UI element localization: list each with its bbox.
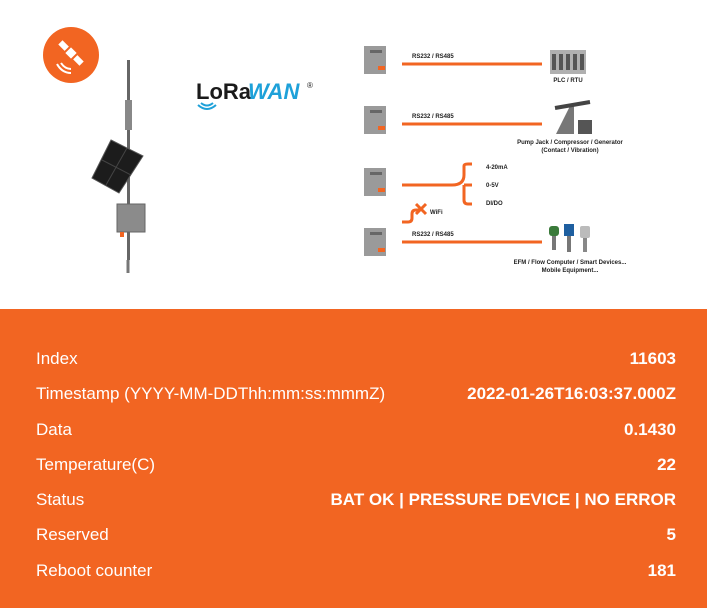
gateway-device-icon <box>364 46 386 74</box>
satellite-icon <box>56 40 84 74</box>
row-label-status: Status <box>36 490 85 509</box>
io-2: 0-5V <box>486 183 499 189</box>
wifi-disabled-icon <box>414 202 428 216</box>
link-4-device-sub: Mobile Equipment... <box>542 268 599 274</box>
link-1-device: PLC / RTU <box>553 78 582 84</box>
logo-mark: ® <box>307 81 313 90</box>
plc-icon <box>550 50 586 74</box>
link-2-interface: RS232 / RS485 <box>412 114 454 120</box>
table-row: Status BAT OK | PRESSURE DEVICE | NO ERR… <box>36 490 676 516</box>
io-3: DI/DO <box>486 201 503 207</box>
lorawan-logo: LoRa WAN ® <box>196 76 318 121</box>
row-label-reboot-counter: Reboot counter <box>36 561 153 580</box>
table-row: Timestamp (YYYY-MM-DDThh:mm:ss:mmmZ) 202… <box>36 384 676 410</box>
gateway-device-icon <box>364 168 386 196</box>
gateway-device-icon <box>364 106 386 134</box>
connectivity-diagram: RS232 / RS485 PLC / RTU RS232 / RS485 Pu… <box>364 46 627 274</box>
row-label-data: Data <box>36 420 72 439</box>
row-label-timestamp: Timestamp (YYYY-MM-DDThh:mm:ss:mmmZ) <box>36 384 386 403</box>
link-2-device: Pump Jack / Compressor / Generator <box>517 140 623 146</box>
gateway-enclosure <box>116 203 146 233</box>
table-row: Reserved 5 <box>36 525 676 551</box>
gateway-tower-illustration <box>91 60 146 273</box>
illustration-panel: LoRa WAN ® RS232 / RS485 PLC / RTU RS232… <box>43 27 627 274</box>
logo-suffix: WAN <box>248 79 300 104</box>
flow-meter-icon <box>549 224 590 252</box>
table-row: Data 0.1430 <box>36 420 676 446</box>
link-4-interface: RS232 / RS485 <box>412 232 454 238</box>
row-value-temperature: 22 <box>657 455 676 474</box>
row-label-index: Index <box>36 349 78 368</box>
row-value-reboot-counter: 181 <box>647 561 676 580</box>
row-label-temperature: Temperature(C) <box>36 455 156 474</box>
table-row: Index 11603 <box>36 349 676 375</box>
table-row: Reboot counter 181 <box>36 561 676 587</box>
link-1-interface: RS232 / RS485 <box>412 54 454 60</box>
row-label-reserved: Reserved <box>36 525 109 544</box>
solar-panel <box>91 139 144 194</box>
pump-jack-icon <box>554 100 592 134</box>
data-table-panel: Index 11603 Timestamp (YYYY-MM-DDThh:mm:… <box>0 309 707 608</box>
row-value-data: 0.1430 <box>624 420 676 439</box>
row-value-timestamp: 2022-01-26T16:03:37.000Z <box>467 384 676 403</box>
gateway-device-icon <box>364 228 386 256</box>
row-value-index: 11603 <box>629 349 676 368</box>
table-row: Temperature(C) 22 <box>36 455 676 481</box>
link-4-wifi: WiFi <box>430 210 443 216</box>
row-value-reserved: 5 <box>666 525 676 544</box>
link-2-device-sub: (Contact / Vibration) <box>541 148 598 154</box>
row-value-status: BAT OK | PRESSURE DEVICE | NO ERROR <box>330 490 676 509</box>
satellite-badge <box>43 27 99 83</box>
link-4-device: EFM / Flow Computer / Smart Devices... <box>514 260 627 266</box>
logo-prefix: LoRa <box>196 79 252 104</box>
io-1: 4-20mA <box>486 165 508 171</box>
